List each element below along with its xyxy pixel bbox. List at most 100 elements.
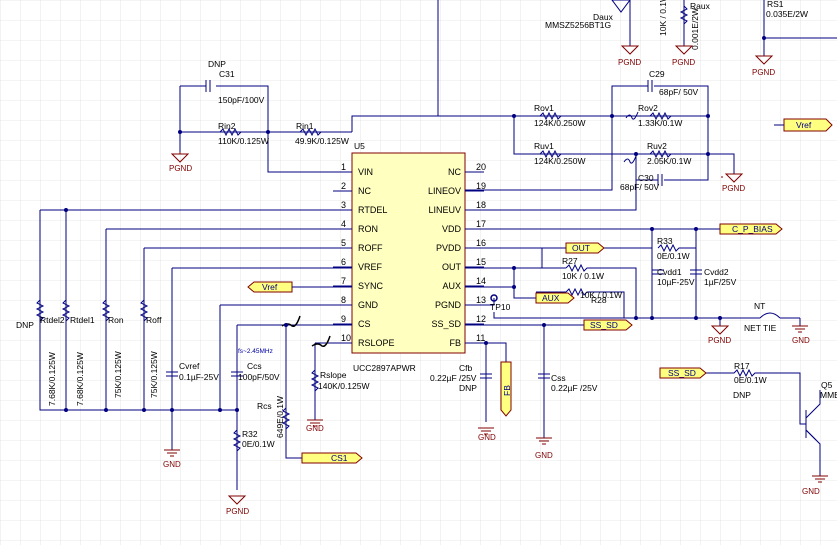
cfb-value: 0.22µF /25V: [430, 373, 477, 383]
ov-uv-divider: PGND: [438, 80, 745, 211]
cvref-ref: Cvref: [179, 361, 200, 371]
pin-number: 12: [476, 314, 486, 324]
ruv2-value: 2.05K/0.1W: [647, 156, 691, 166]
pin-name: RSLOPE: [358, 338, 395, 348]
daux-ref: Daux: [593, 12, 614, 22]
flag-vref-left[interactable]: Vref: [247, 281, 352, 293]
pin-name: FB: [449, 338, 461, 348]
pin-name: OUT: [442, 262, 462, 272]
flag-ss-sd[interactable]: SS_SD: [465, 319, 633, 331]
pin-name: PGND: [435, 300, 462, 310]
r10k-value: 10K / 0.1W: [658, 0, 668, 36]
flag-cs1[interactable]: CS1: [301, 452, 363, 464]
left-resistors: GND: [35, 208, 352, 469]
pin-number: 20: [476, 162, 486, 172]
cvdd2-value: 1µF/25V: [704, 277, 737, 287]
pin-name: ROFF: [358, 243, 383, 253]
rin2-value: 110K/0.125W: [218, 136, 269, 146]
daux-value: MMSZ5256BT1G: [545, 20, 611, 30]
svg-text:AUX: AUX: [542, 293, 560, 303]
fb-ss-network: GND GND: [465, 323, 553, 460]
svg-text:GND: GND: [792, 336, 810, 345]
daux-area: PGND PGND: [611, 0, 695, 67]
svg-text:OUT: OUT: [572, 243, 590, 253]
rtdel2-value: 7.68K/0.125W: [47, 352, 57, 406]
c31-ref: C31: [219, 69, 235, 79]
c30-ref: C30: [638, 173, 654, 183]
pin-name: SYNC: [358, 281, 384, 291]
raux-value: 0.001E/2W: [690, 8, 700, 50]
pin-number: 9: [341, 314, 346, 324]
ron-ref: Ron: [108, 315, 124, 325]
pin-number: 3: [341, 200, 346, 210]
flag-fb[interactable]: FB: [500, 361, 512, 417]
ccs-ref: Ccs: [247, 361, 262, 371]
svg-text:SS_SD: SS_SD: [668, 368, 696, 378]
cvdd1-ref: Cvdd1: [657, 267, 682, 277]
roff-value: 75K/0.125W: [149, 351, 159, 398]
q5-area: GND: [706, 368, 828, 496]
input-network: [178, 0, 439, 173]
ruv1-value: 124K/0.250W: [534, 156, 586, 166]
rtdel2-dnp: DNP: [16, 320, 34, 330]
c29-ref: C29: [649, 69, 665, 79]
pin-name: RON: [358, 224, 378, 234]
svg-text:GND: GND: [535, 451, 553, 460]
rslope-ref: Rslope: [320, 370, 347, 380]
vdd-network: PGND GND: [465, 227, 810, 345]
cvdd1-value: 10µF-25V: [657, 277, 695, 287]
pin-name: VREF: [358, 262, 383, 272]
pin-number: 14: [476, 276, 486, 286]
r32-ref: R32: [242, 429, 258, 439]
svg-text:Vref: Vref: [262, 282, 278, 292]
flag-vref-top[interactable]: Vref: [774, 118, 833, 132]
svg-text:GND: GND: [306, 424, 324, 433]
c31-dnp: DNP: [208, 59, 226, 69]
cfb-dnp: DNP: [459, 383, 477, 393]
rcs-ref: Rcs: [257, 401, 272, 411]
cs-network: PGND GND: [218, 304, 352, 516]
pin-name: VDD: [442, 224, 462, 234]
flag-ss-sd-2[interactable]: SS_SD: [659, 367, 707, 379]
pin-name: LINEOV: [428, 186, 461, 196]
flag-c-p-bias[interactable]: C_P_BIAS: [719, 223, 783, 235]
ccs-value: 100pF/50V: [238, 372, 280, 382]
pin-number: 10: [341, 333, 351, 343]
ic-right-pins: 20NC19LINEOV18LINEUV17VDD16PVDD15OUT14AU…: [428, 162, 486, 348]
pin-number: 19: [476, 181, 486, 191]
pin-number: 1: [341, 162, 346, 172]
ic-part: UCC2897APWR: [353, 363, 416, 373]
pin-number: 6: [341, 257, 346, 267]
pin-number: 11: [476, 333, 485, 343]
flag-aux[interactable]: AUX: [535, 292, 575, 304]
c31-value: 150pF/100V: [218, 95, 265, 105]
rov1-value: 124K/0.250W: [534, 118, 586, 128]
svg-text:PGND: PGND: [722, 184, 745, 193]
raux-ref: Raux: [690, 1, 711, 11]
r27-value: 10K / 0.1W: [562, 271, 604, 281]
pin-name: CS: [358, 319, 371, 329]
rs1-area: PGND: [752, 0, 837, 77]
svg-text:PGND: PGND: [708, 336, 731, 345]
svg-text:PGND: PGND: [752, 68, 775, 77]
r17-value: 0E/0.1W: [734, 375, 767, 385]
svg-text:GND: GND: [163, 460, 181, 469]
ic-ref: U5: [354, 141, 365, 151]
flag-out[interactable]: OUT: [565, 242, 605, 254]
ruv1-ref: Ruv1: [534, 141, 554, 151]
cvref-value: 0.1µF-25V: [179, 372, 219, 382]
rov2-value: 1.33K/0.1W: [638, 118, 682, 128]
pin-name: SS_SD: [431, 319, 461, 329]
svg-text:GND: GND: [478, 433, 496, 442]
pin-number: 17: [476, 219, 486, 229]
q5-ref: Q5: [821, 380, 833, 390]
pin-name: GND: [358, 300, 379, 310]
cfb-ref: Cfb: [459, 363, 473, 373]
svg-text:PGND: PGND: [226, 507, 249, 516]
